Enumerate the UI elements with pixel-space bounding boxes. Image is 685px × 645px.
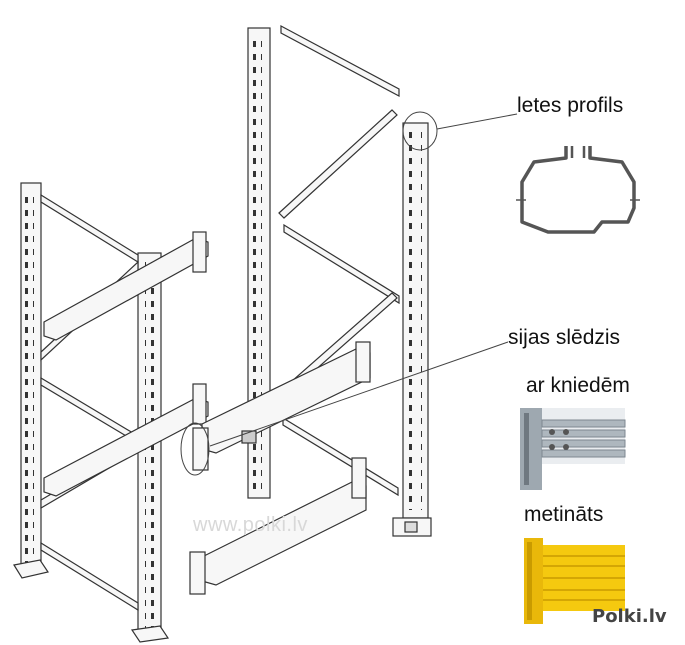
upright-profile-label: letes profils bbox=[517, 94, 624, 117]
front-right-upright bbox=[392, 122, 432, 537]
profile-highlight-circle bbox=[402, 111, 438, 151]
left-frame-brace bbox=[40, 376, 139, 445]
left-frame bbox=[13, 182, 170, 643]
left-frame-base-plate-back bbox=[13, 559, 49, 579]
riveted-connector-illustration bbox=[520, 408, 626, 490]
beam-lock-highlight-circle bbox=[180, 422, 210, 476]
left-frame-back-upright bbox=[20, 182, 42, 574]
riveted-label: ar kniedēm bbox=[526, 374, 630, 397]
welded-label: metināts bbox=[524, 503, 604, 526]
left-frame-brace bbox=[40, 541, 139, 612]
front-beams bbox=[189, 341, 371, 595]
welded-connector-illustration bbox=[524, 538, 625, 624]
left-frame-brace bbox=[40, 193, 139, 264]
beam-lock-leader-line bbox=[209, 341, 509, 447]
left-beams bbox=[43, 231, 209, 497]
watermark-center: www.polki.lv bbox=[193, 514, 308, 536]
profile-leader-line bbox=[436, 113, 518, 130]
beam bbox=[201, 348, 371, 454]
loose-horizontal-brace bbox=[280, 24, 400, 98]
loose-horizontal-brace bbox=[283, 223, 400, 305]
beam bbox=[43, 397, 209, 497]
loose-horizontal-brace bbox=[282, 416, 399, 497]
beam-lock-label: sijas slēdzis bbox=[508, 326, 621, 349]
left-frame-base-plate-front bbox=[130, 625, 170, 643]
loose-diagonal-brace bbox=[278, 109, 398, 219]
loose-braces bbox=[278, 24, 400, 497]
back-upright bbox=[247, 27, 271, 499]
watermark-corner-logo: Polki.lv bbox=[592, 606, 667, 627]
upright-profile-cross-section bbox=[516, 146, 640, 234]
